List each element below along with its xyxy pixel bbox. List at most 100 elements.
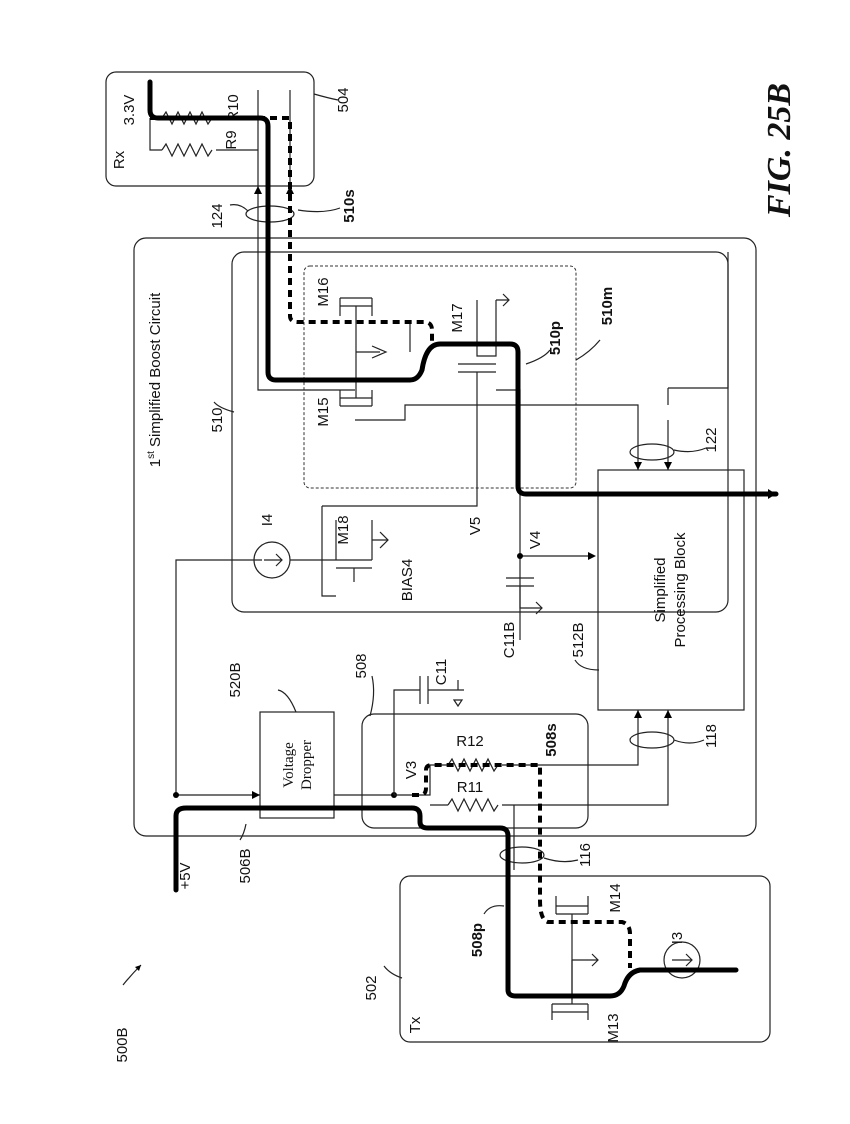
arrowhead (588, 552, 596, 560)
ref-118: 118 (703, 724, 720, 748)
current-source-i3 (663, 941, 701, 979)
wire-v5 (406, 410, 478, 507)
ground-symbol (535, 601, 543, 615)
wire-v3-c11 (393, 689, 420, 795)
ref-116: 116 (577, 843, 594, 867)
supply-5v-label: +5V (177, 862, 194, 889)
voltage-dropper-block (259, 711, 335, 819)
primary-path-508p (173, 805, 739, 999)
processing-block-label: Simplified Processing Block (652, 532, 689, 648)
bias4-label: BIAS4 (399, 559, 416, 602)
svg-text:Simplified: Simplified (652, 557, 669, 622)
primary-path-510p (147, 79, 779, 497)
rx-box (105, 71, 315, 187)
ref-510p: 510p (547, 321, 564, 355)
capacitor-c11 (419, 676, 464, 704)
capacitor-c11b (506, 577, 542, 609)
ref-510m: 510m (599, 287, 616, 325)
ref-506b-leader (239, 823, 247, 841)
m18-label: M18 (335, 515, 352, 544)
ref-510p-leader (525, 349, 551, 365)
r9-label: R9 (223, 130, 240, 149)
processing-block (597, 469, 745, 711)
c11b-label: C11B (501, 622, 518, 658)
arrowhead (634, 710, 642, 718)
resistor-block-leader (369, 675, 375, 717)
switch-array-gate-link (355, 330, 380, 380)
ref-124-leader (229, 204, 249, 212)
transistor-m14 (555, 896, 589, 1000)
m15-label: M15 (315, 397, 332, 426)
i4-label: I4 (259, 514, 276, 527)
m16-label: M16 (315, 277, 332, 306)
ground-symbol-510 (371, 345, 388, 359)
ground-symbol (452, 699, 464, 708)
transistor-m16 (339, 297, 373, 330)
bundle-116 (499, 846, 545, 864)
node-5v (173, 792, 179, 798)
v4-label: V4 (527, 531, 544, 549)
switch-array-box (303, 265, 577, 489)
arrowhead (286, 186, 294, 194)
wire-rx-left (257, 90, 355, 391)
voltage-dropper-label: Voltage Dropper (281, 740, 315, 790)
secondary-path-510s (150, 116, 434, 344)
svg-text:1st Simplified Boost Circuit: 1st Simplified Boost Circuit (146, 292, 164, 467)
ref-510m-leader (575, 339, 601, 361)
block-510-box (231, 251, 729, 613)
tx-ref-leader (383, 965, 403, 979)
wire-v4 (496, 389, 588, 640)
ref-506b: 506B (237, 848, 254, 883)
transistor-m15 (339, 380, 373, 407)
resistor-r9 (161, 142, 213, 158)
resistor-block-ref: 508 (353, 653, 370, 678)
ref-124: 124 (209, 203, 226, 228)
boost-circuit-box (133, 237, 757, 837)
processing-block-leader (574, 659, 600, 671)
boost-circuit-title: 1st Simplified Boost Circuit (146, 292, 164, 467)
i3-arrow (672, 953, 693, 967)
block-510-ref: 510 (209, 407, 226, 432)
r10-label: R10 (225, 94, 242, 122)
svg-text:Processing Block: Processing Block (672, 532, 689, 648)
processing-block-ref: 512B (570, 622, 587, 657)
rx-ref: 504 (335, 87, 352, 112)
c11-label: C11 (433, 659, 450, 685)
voltage-dropper-leader (277, 689, 297, 713)
figure-ref-label: 500B (114, 1027, 131, 1062)
arrowhead (664, 710, 672, 718)
rx-ref-leader (313, 93, 339, 101)
bundle-122 (629, 443, 675, 461)
v3-label: V3 (403, 761, 420, 779)
block-510-leader (213, 401, 235, 413)
ref-118-leader (673, 739, 705, 744)
arrowhead (634, 462, 642, 470)
i4-arrow (264, 553, 283, 567)
ref-508p: 508p (469, 923, 486, 957)
wire-r12-processing (502, 710, 639, 766)
svg-text:Dropper: Dropper (299, 740, 315, 790)
arrowhead (664, 462, 672, 470)
m13-label: M13 (605, 1013, 622, 1042)
v5-label: V5 (467, 517, 484, 535)
ref-122-leader (673, 447, 707, 453)
wire-r9-left (149, 118, 162, 151)
tx-box (399, 875, 771, 1043)
wire-5v-i4 (175, 559, 262, 795)
wire-122a (355, 404, 639, 470)
arrowhead (254, 186, 262, 194)
supply-33v-label: 3.3V (121, 95, 138, 126)
transistor-m13 (551, 960, 589, 1020)
ref-510s: 510s (341, 189, 358, 222)
tx-label: Tx (407, 1016, 424, 1033)
figure-caption: FIG. 25B (761, 83, 798, 218)
figure-ref-arrowhead (135, 965, 141, 971)
transistor-m18 (321, 505, 406, 597)
ref-508s: 508s (543, 723, 560, 756)
m17-label: M17 (449, 303, 466, 332)
voltage-dropper-ref: 520B (227, 662, 244, 697)
ref-116-leader (543, 857, 579, 863)
tx-ref: 502 (363, 975, 380, 1000)
wire-r11-processing (502, 710, 669, 806)
